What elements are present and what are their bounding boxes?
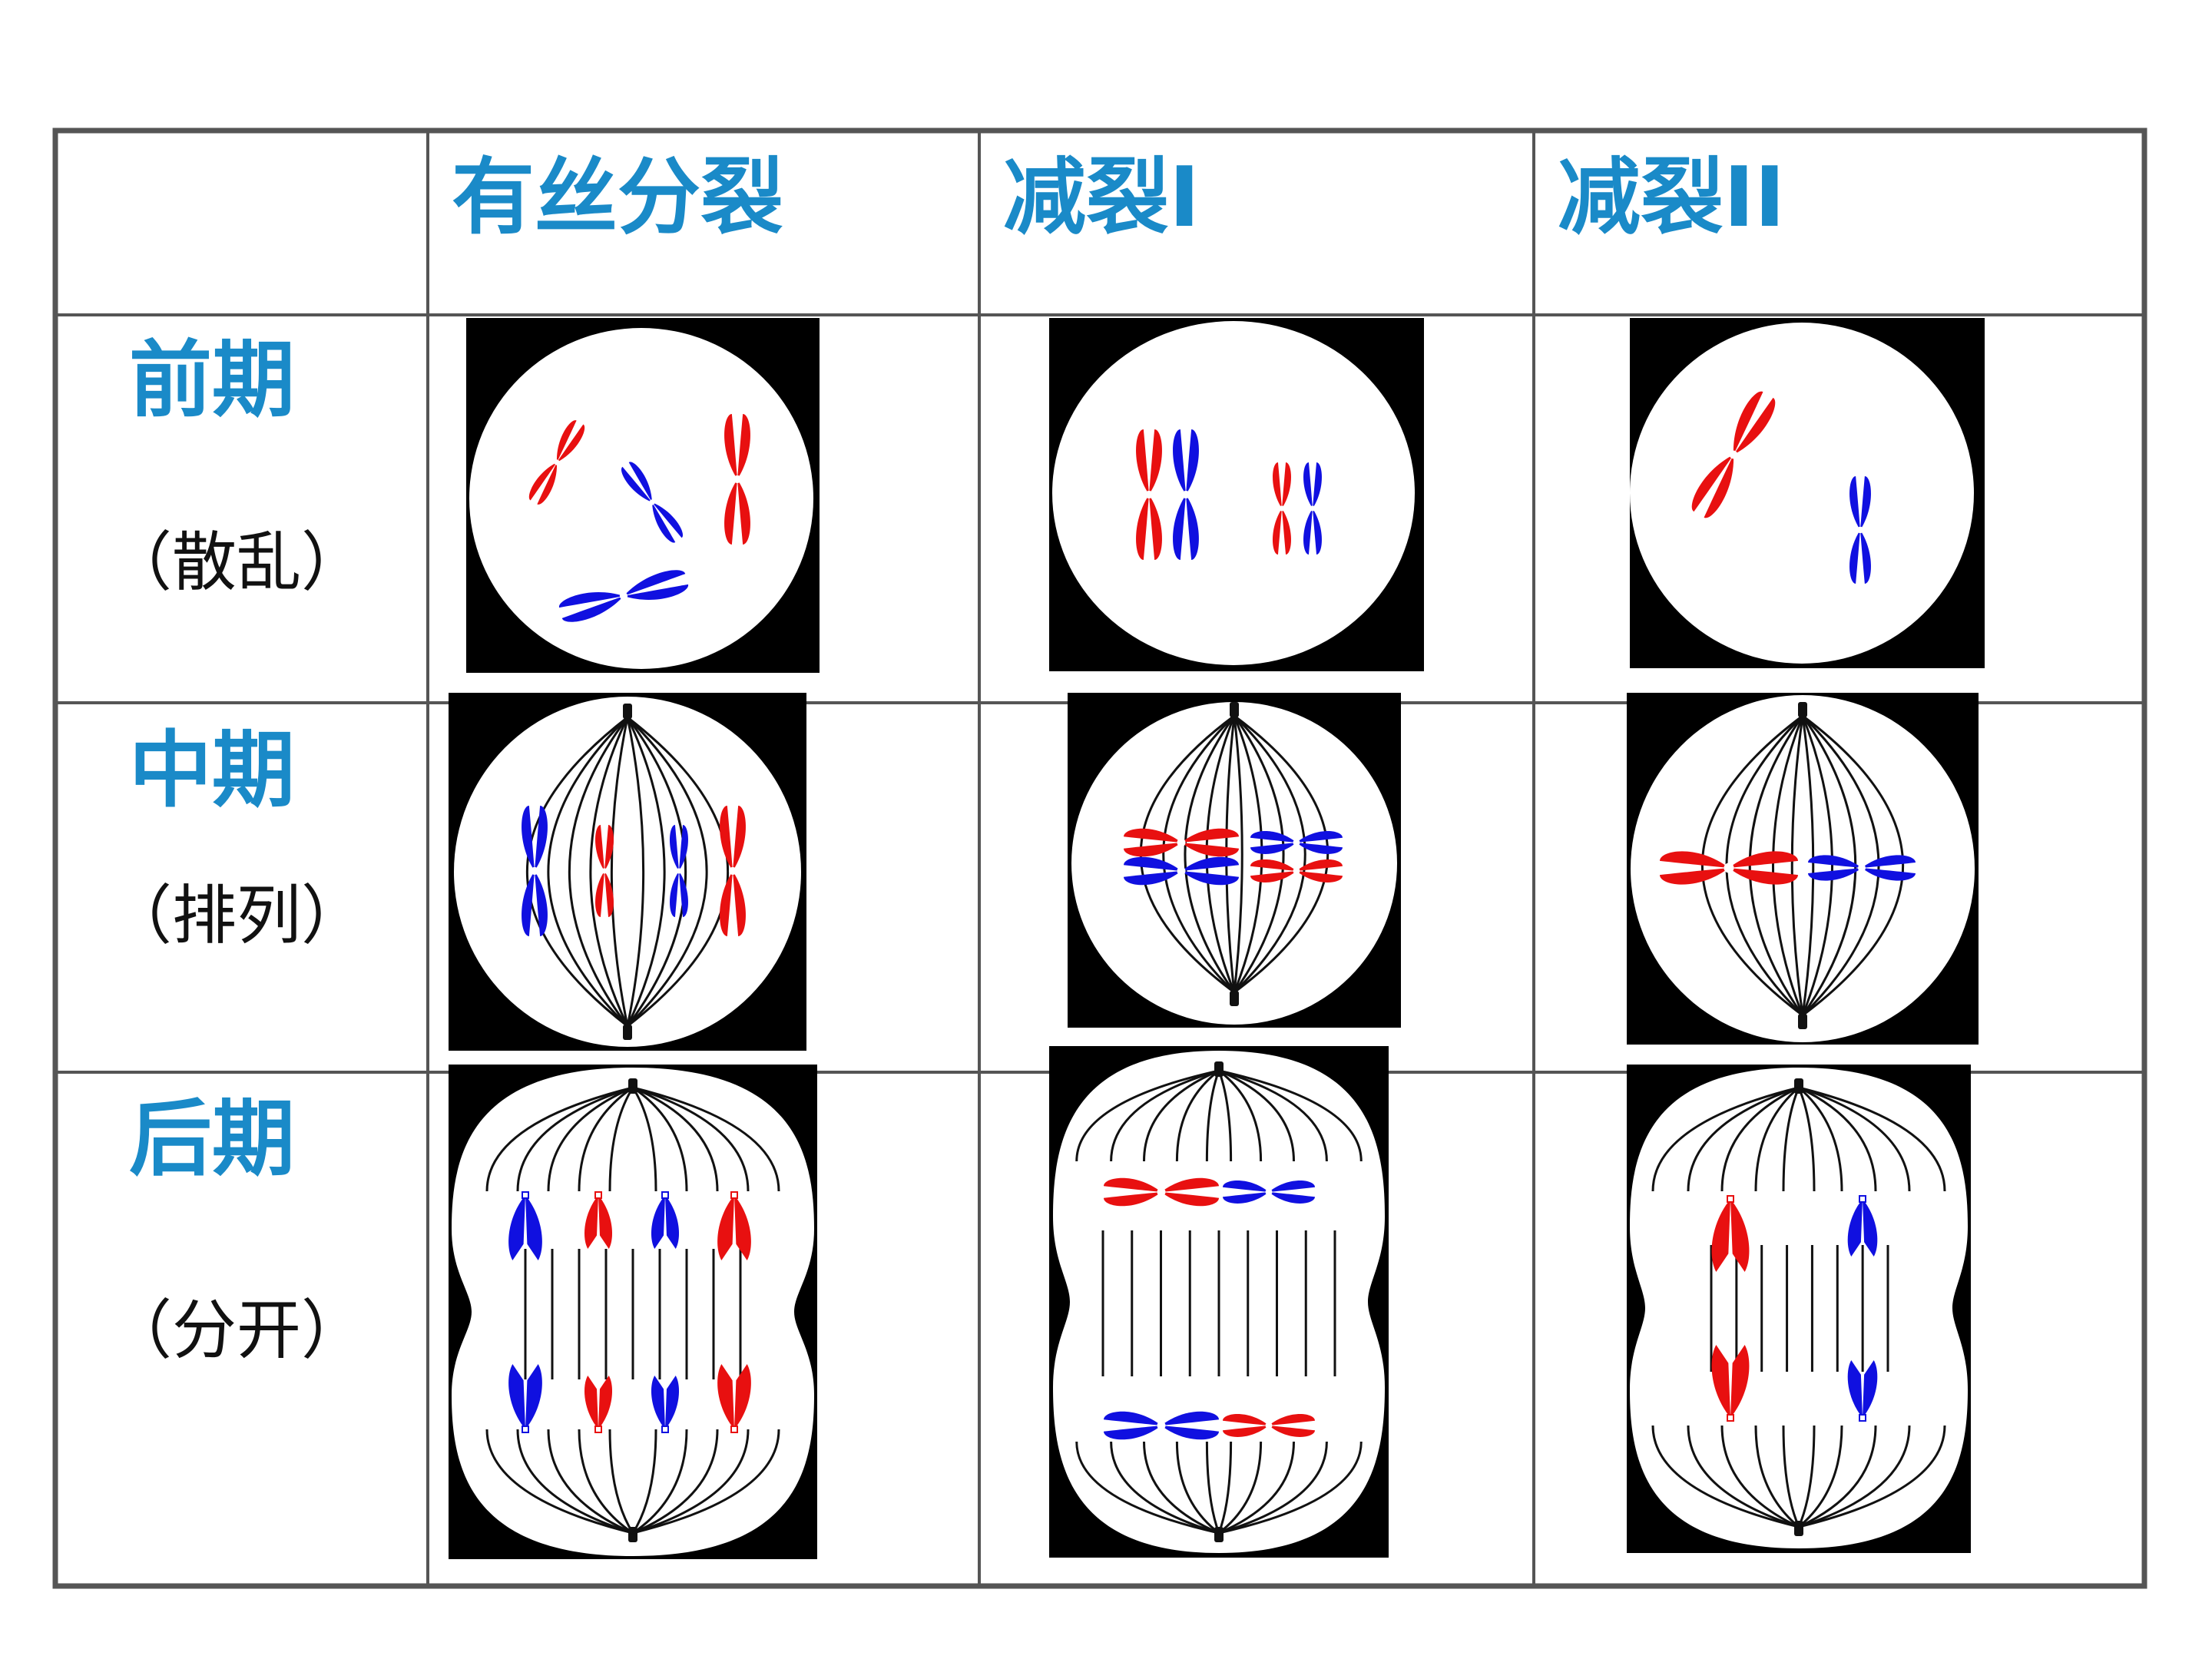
chromosome [1124, 856, 1239, 886]
centriole-pole [1230, 702, 1239, 717]
spindle-fibers [525, 716, 730, 1028]
cell-membrane [1630, 323, 1974, 664]
panel-meiosis1-anaphase [1049, 1046, 1389, 1558]
centriole-pole [1798, 1014, 1807, 1029]
centriole-pole [623, 704, 632, 719]
table-outer-border [52, 127, 2147, 1589]
chromosome [584, 1376, 613, 1433]
panel-mitosis-prophase [466, 318, 820, 673]
chromosome [595, 825, 614, 917]
chromosome [1691, 391, 1776, 518]
chromosome [717, 1191, 751, 1260]
chromosome [1104, 1177, 1219, 1207]
panel-meiosis2-anaphase [1627, 1065, 1971, 1553]
interzone-fibers [1710, 1245, 1889, 1372]
panel-meiosis1-prophase [1049, 318, 1424, 671]
panel-meiosis2-metaphase [1627, 693, 1979, 1045]
panel-meiosis1-metaphase [1068, 693, 1401, 1028]
chromosome [1303, 462, 1322, 555]
chromosome [724, 414, 750, 545]
centriole-pole [1230, 991, 1239, 1006]
row-label-metaphase: 中期 [129, 723, 296, 819]
interzone-fibers [1101, 1230, 1336, 1376]
spindle-fibers [485, 1086, 780, 1192]
chromosome [651, 1191, 680, 1249]
row-sub-anaphase: （分开） [108, 1293, 366, 1368]
row-label-anaphase: 后期 [129, 1091, 296, 1187]
chromosome [651, 1376, 680, 1433]
chromosome [621, 462, 683, 543]
chromosome [508, 1191, 542, 1260]
cell-membrane [469, 328, 813, 669]
chromosome [1223, 1414, 1315, 1437]
row-sub-prophase: （散乱） [108, 525, 366, 600]
chromosome [1711, 1195, 1750, 1272]
spindle-fibers [1651, 1086, 1946, 1192]
chromosome [559, 570, 688, 622]
chromosome [1660, 851, 1798, 885]
spindle-fibers [1651, 1425, 1946, 1528]
spindle-fibers [1075, 1069, 1363, 1162]
chromosome [1808, 855, 1916, 881]
header-mitosis: 有丝分裂 [452, 150, 784, 246]
chromosome [1847, 1195, 1878, 1257]
panel-mitosis-metaphase [449, 693, 806, 1051]
spindle-fibers [485, 1429, 780, 1535]
row-sub-metaphase: （排列） [108, 878, 366, 953]
cell-membrane [454, 697, 801, 1047]
chromosome [720, 806, 746, 936]
cell-membrane [1052, 321, 1415, 665]
chromosome [1136, 429, 1162, 560]
panel-mitosis-anaphase [449, 1065, 817, 1559]
chromosome [1273, 462, 1291, 555]
row-label-prophase: 前期 [129, 333, 296, 429]
header-meiosis-1: 减裂I [1003, 150, 1200, 246]
chromosome [1173, 429, 1199, 560]
chromosome [522, 806, 548, 936]
chromosome [1223, 1181, 1315, 1204]
panel-meiosis2-prophase [1630, 318, 1985, 668]
chromosome [1104, 1411, 1219, 1440]
centriole-pole [1798, 702, 1807, 717]
chromosome [1849, 476, 1871, 584]
chromosome [717, 1364, 751, 1433]
chromosome [1847, 1360, 1878, 1422]
chromosome [1250, 831, 1343, 854]
chromosome [528, 420, 585, 505]
header-meiosis-2: 减裂II [1558, 150, 1786, 246]
centriole-pole [623, 1025, 632, 1040]
chromosome [670, 825, 688, 917]
chromosome [508, 1364, 542, 1433]
cell-membrane [1630, 1068, 1968, 1548]
cell-membrane [1631, 695, 1975, 1042]
chromosome [1124, 828, 1239, 857]
chromosome [1711, 1345, 1750, 1422]
chromosome [584, 1191, 613, 1249]
chromosome [1250, 859, 1343, 882]
interzone-fibers [524, 1249, 742, 1379]
spindle-fibers [1075, 1441, 1363, 1535]
